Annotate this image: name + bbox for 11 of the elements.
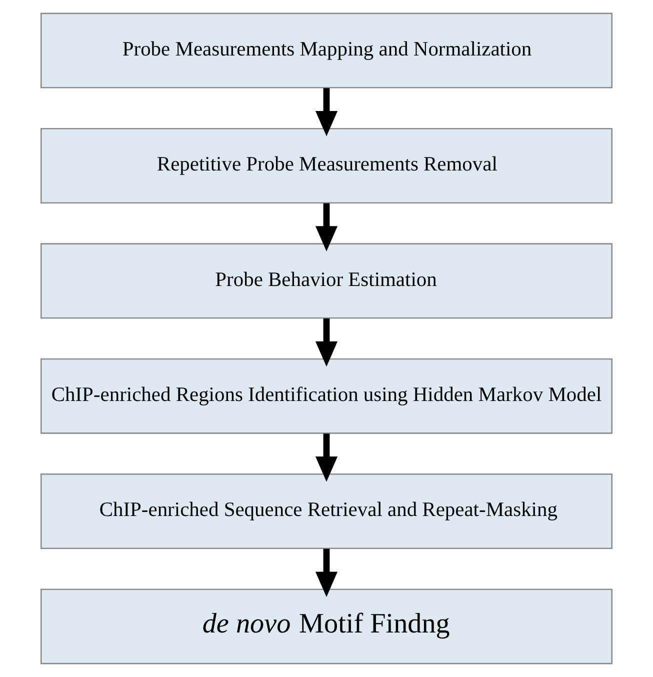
arrow xyxy=(315,203,338,252)
arrow xyxy=(315,88,338,136)
node-box: de novo Motif Findng xyxy=(40,588,613,664)
node-box: Probe Behavior Estimation xyxy=(40,243,613,319)
node-box: Probe Measurements Mapping and Normalization xyxy=(40,12,613,88)
arrow xyxy=(315,434,338,482)
node-box: ChIP-enriched Regions Identification using Hidden Markov Model xyxy=(40,358,613,434)
node-box: ChIP-enriched Sequence Retrieval and Repeat-Masking xyxy=(40,474,613,550)
arrow xyxy=(315,548,338,597)
arrow xyxy=(315,318,338,367)
node-box: Repetitive Probe Measurements Removal xyxy=(40,128,613,204)
